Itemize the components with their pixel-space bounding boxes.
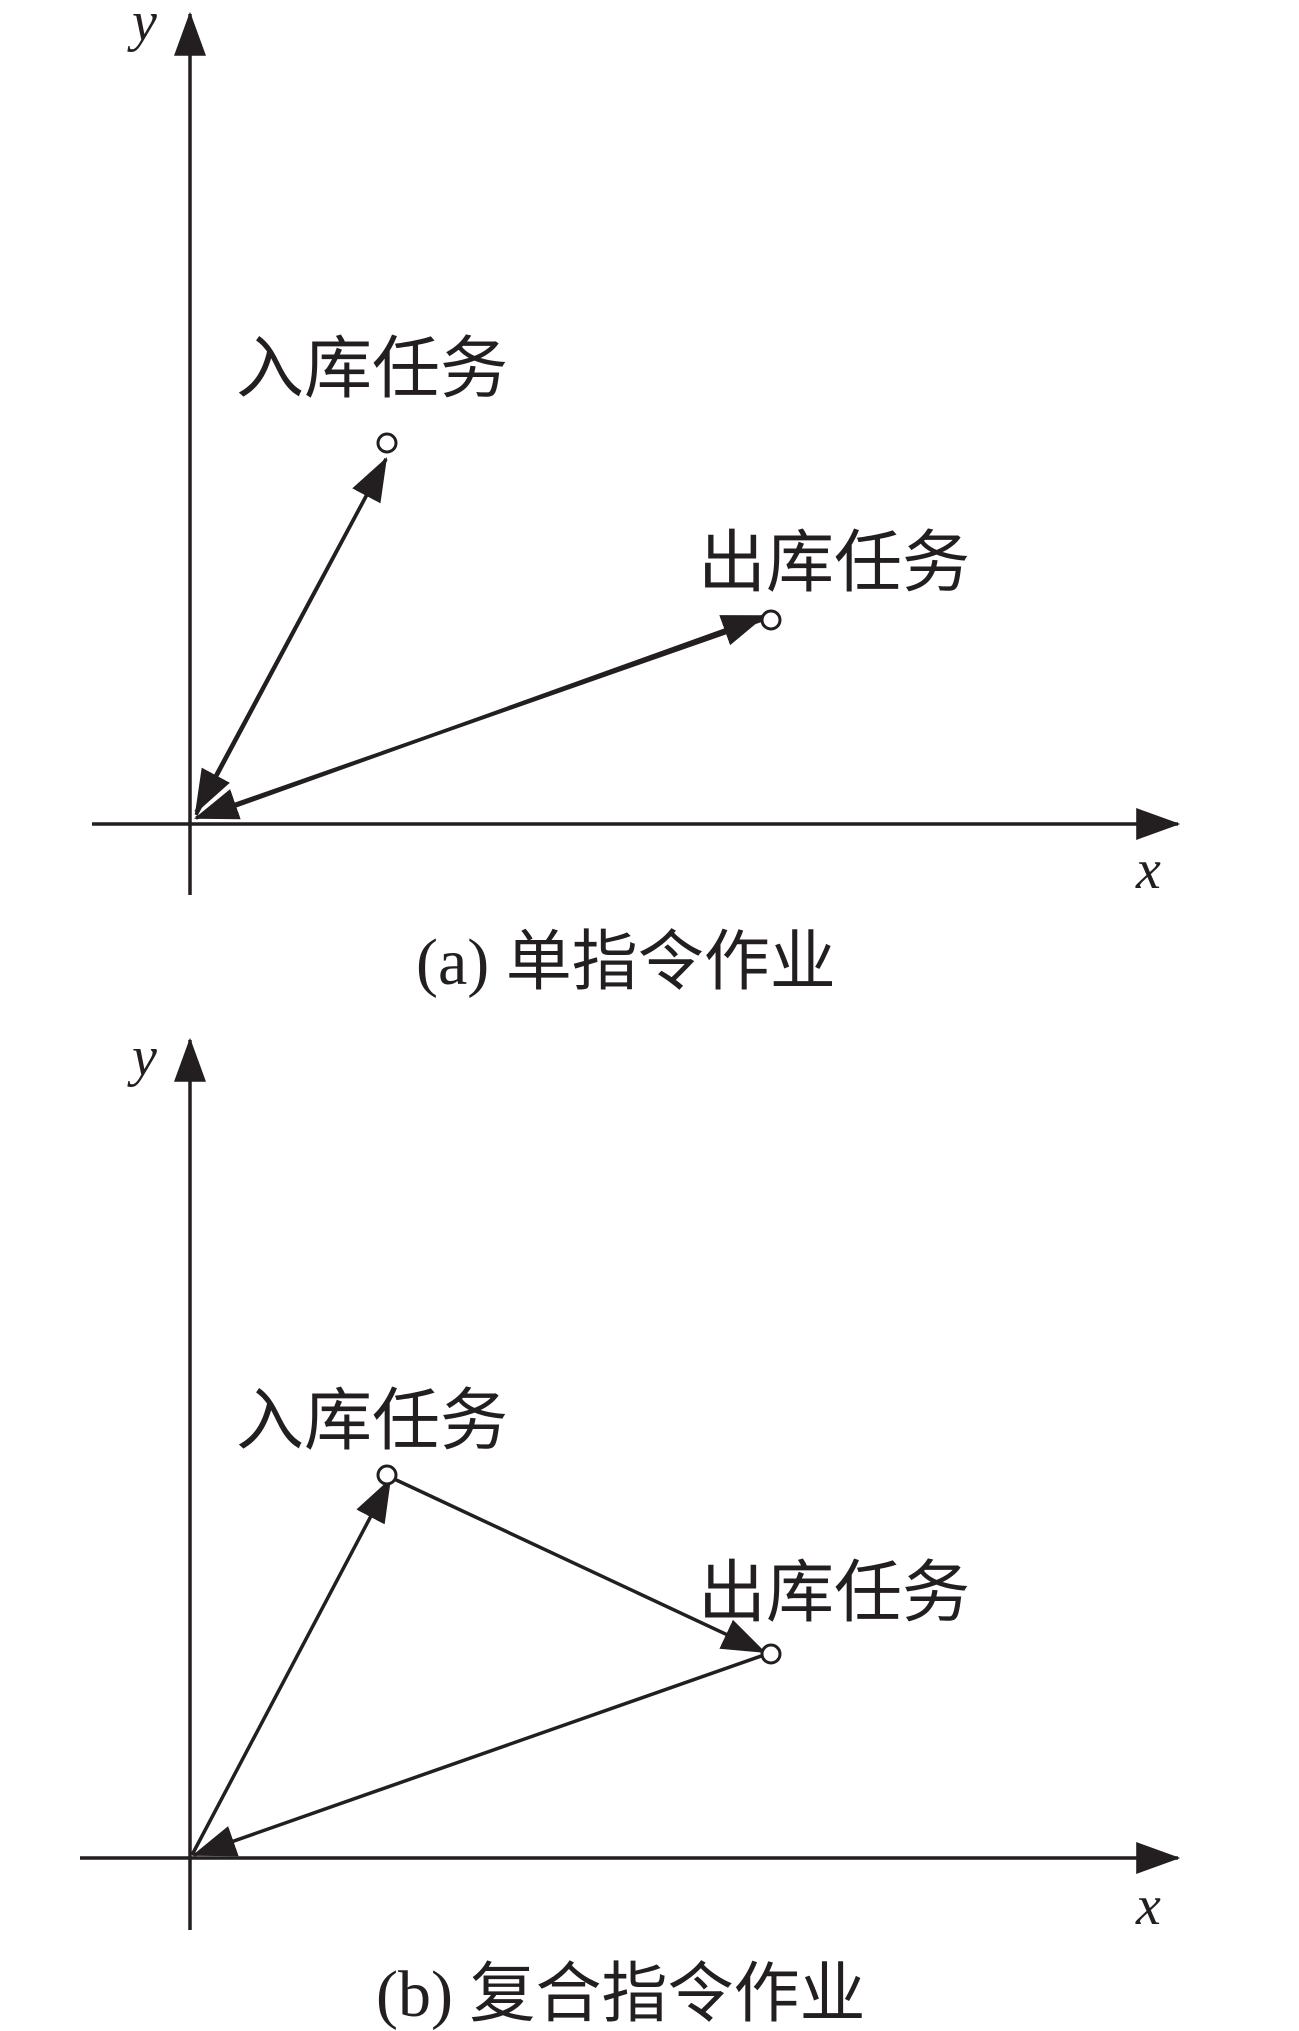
caption-b: (b) 复合指令作业	[376, 1958, 865, 2031]
arrow-inbound-to-origin	[194, 458, 388, 814]
inbound-task-label: 入库任务	[236, 1382, 508, 1461]
outbound-point	[760, 1643, 782, 1665]
inbound-point	[376, 1464, 398, 1486]
inbound-task-label: 入库任务	[236, 330, 508, 409]
x-axis-label: x	[1135, 1875, 1161, 1937]
outbound-point	[760, 609, 782, 631]
arrow-origin-to-inbound	[190, 1478, 392, 1856]
y-axis-label: y	[127, 0, 157, 53]
y-axis-label: y	[127, 1026, 157, 1088]
panel-a: y x 入库任务 出库任务 (a) 单指令作业	[92, 0, 1181, 999]
x-axis-label: x	[1135, 839, 1161, 901]
caption-a: (a) 单指令作业	[416, 926, 836, 999]
outbound-task-label: 出库任务	[698, 524, 970, 603]
arrow-outbound-to-origin	[191, 1653, 765, 1857]
arrow-inbound-to-outbound	[391, 1476, 766, 1654]
panel-b: y x 入库任务 出库任务 (b) 复合指令作业	[80, 1026, 1181, 2031]
outbound-task-label: 出库任务	[698, 1554, 970, 1633]
inbound-point	[376, 432, 398, 454]
arrow-origin-to-outbound	[229, 614, 767, 810]
